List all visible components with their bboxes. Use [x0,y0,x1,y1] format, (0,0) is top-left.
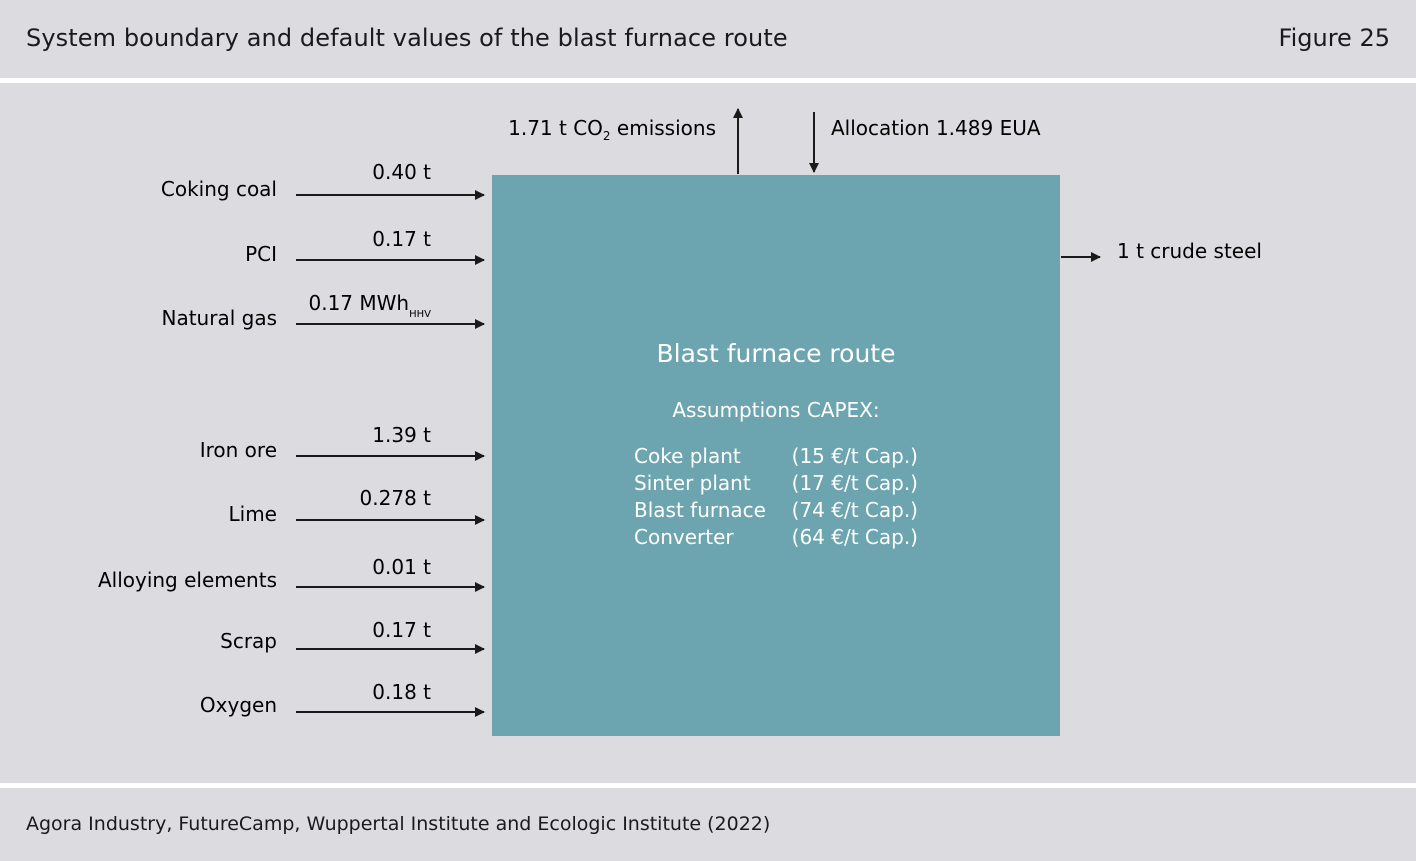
output-flow: 1 t crude steel [1061,239,1262,263]
box-subtitle: Assumptions CAPEX: [672,398,879,422]
input-amount: 0.17 t [372,618,431,642]
input-flow-coking-coal: Coking coal 0.40 t [161,160,485,201]
capex-item-value: (17 €/t Cap.) [792,471,918,495]
input-amount: 0.17 MWhHHV [309,291,432,320]
input-flow-pci: PCI 0.17 t [245,227,485,266]
input-flow-natural-gas: Natural gas 0.17 MWhHHV [162,291,485,330]
capex-item-name: Coke plant [634,444,741,468]
input-flow-alloying-elements: Alloying elements 0.01 t [98,555,485,592]
input-amount: 0.18 t [372,680,431,704]
input-label: Natural gas [162,306,278,330]
input-label: Coking coal [161,177,277,201]
input-amount: 1.39 t [372,423,431,447]
input-amount-subscript: HHV [409,309,431,320]
emissions-flow: 1.71 t CO2 emissions [508,108,743,174]
figure-label: Figure 25 [1278,24,1390,52]
input-amount-main: 0.17 MWh [309,291,410,315]
emissions-prefix: 1.71 t CO [508,116,603,140]
input-flow-lime: Lime 0.278 t [229,486,485,526]
bottom-divider [0,783,1416,788]
emissions-subscript: 2 [603,129,611,143]
box-title: Blast furnace route [657,339,896,368]
capex-item-name: Converter [634,525,734,549]
capex-item-name: Blast furnace [634,498,766,522]
input-label: Lime [229,502,278,526]
capex-item-value: (74 €/t Cap.) [792,498,918,522]
top-divider [0,78,1416,83]
emissions-suffix: emissions [611,116,716,140]
capex-item-value: (64 €/t Cap.) [792,525,918,549]
allocation-flow: Allocation 1.489 EUA [809,112,1041,173]
capex-item-value: (15 €/t Cap.) [792,444,918,468]
source-note: Agora Industry, FutureCamp, Wuppertal In… [26,813,771,835]
input-flow-oxygen: Oxygen 0.18 t [200,680,485,717]
input-label: Iron ore [200,438,277,462]
capex-item-name: Sinter plant [634,471,751,495]
header: System boundary and default values of th… [0,0,1416,78]
input-amount: 0.17 t [372,227,431,251]
input-label: Oxygen [200,693,277,717]
input-flow-iron-ore: Iron ore 1.39 t [200,423,485,462]
input-label: PCI [245,242,277,266]
input-label: Alloying elements [98,568,277,592]
page-title: System boundary and default values of th… [26,24,788,52]
input-amount: 0.278 t [360,486,432,510]
capex-list: Coke plant (15 €/t Cap.) Sinter plant (1… [634,444,918,549]
input-label: Scrap [220,629,277,653]
allocation-label: Allocation 1.489 EUA [831,116,1041,140]
emissions-label: 1.71 t CO2 emissions [508,116,716,143]
input-amount: 0.01 t [372,555,431,579]
input-amount: 0.40 t [372,160,431,184]
output-label: 1 t crude steel [1117,239,1262,263]
input-flow-scrap: Scrap 0.17 t [220,618,485,654]
process-box [492,175,1060,736]
